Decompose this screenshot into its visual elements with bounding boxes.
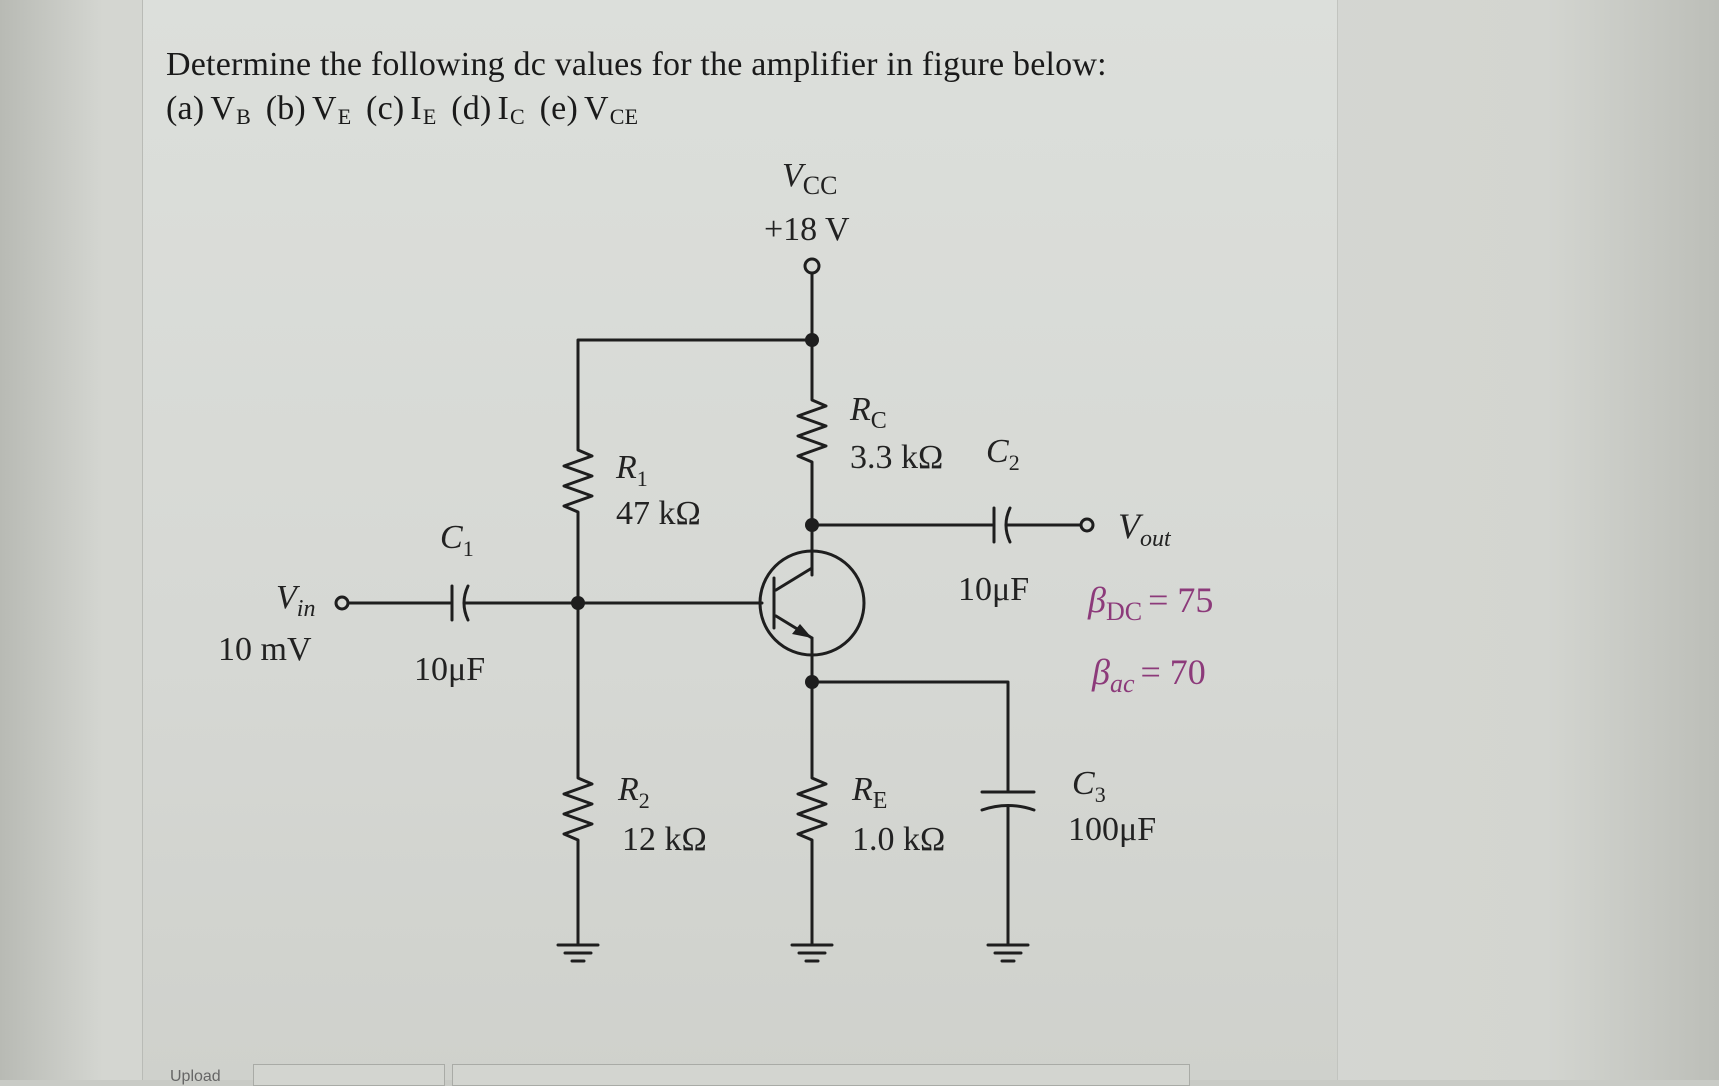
junction-emitter <box>805 675 819 689</box>
re-value: 1.0 kΩ <box>852 821 945 858</box>
vin-terminal <box>334 595 350 611</box>
r1-name: R1 <box>615 449 648 491</box>
r2-name: R2 <box>617 771 650 813</box>
r2-resistor <box>562 768 594 852</box>
part-b: (b)VE <box>265 90 352 129</box>
upload-button[interactable] <box>253 1064 445 1086</box>
transistor-collector <box>774 566 814 592</box>
part-d: (d)IC <box>451 90 525 129</box>
part-a: (a)VB <box>166 90 251 129</box>
c3-value: 100μF <box>1068 811 1156 848</box>
beta-dc-label: βDC= 75 <box>1087 580 1213 626</box>
vout-label: Vout <box>1118 506 1172 552</box>
rc-resistor <box>796 390 828 472</box>
question-parts: (a)VB (b)VE (c)IE (d)IC (e)VCE <box>166 90 644 130</box>
vcc-terminal <box>803 257 821 275</box>
beta-ac-label: βac= 70 <box>1091 652 1206 698</box>
part-c: (c)IE <box>366 90 437 129</box>
re-resistor <box>796 768 828 852</box>
r1-resistor <box>562 438 594 522</box>
r1-value: 47 kΩ <box>616 495 701 532</box>
junction-vcc <box>805 333 819 347</box>
upload-field[interactable] <box>452 1064 1190 1086</box>
vin-label: Vin <box>276 579 315 622</box>
junction-collector <box>805 518 819 532</box>
part-e: (e)VCE <box>539 90 639 129</box>
re-name: RE <box>851 771 887 814</box>
upload-label: Upload <box>170 1068 221 1085</box>
r2-value: 12 kΩ <box>622 821 707 858</box>
content-panel <box>142 0 1338 1080</box>
vin-value: 10 mV <box>218 631 312 668</box>
vcc-value: +18 V <box>764 211 850 248</box>
c3-name: C3 <box>1072 765 1106 807</box>
question-text: Determine the following dc values for th… <box>166 46 1107 83</box>
c2-value: 10μF <box>958 571 1029 608</box>
vout-terminal <box>1079 517 1095 533</box>
c2-name: C2 <box>986 433 1020 475</box>
emitter-bypass-wire <box>810 680 1010 792</box>
rc-value: 3.3 kΩ <box>850 439 943 476</box>
c1-name: C1 <box>440 519 474 561</box>
c1-value: 10μF <box>414 651 485 688</box>
junction-base <box>571 596 585 610</box>
top-rail <box>576 338 814 442</box>
vcc-label: VCC <box>782 157 837 200</box>
emitter-arrow <box>792 624 812 638</box>
rc-name: RC <box>849 391 887 434</box>
